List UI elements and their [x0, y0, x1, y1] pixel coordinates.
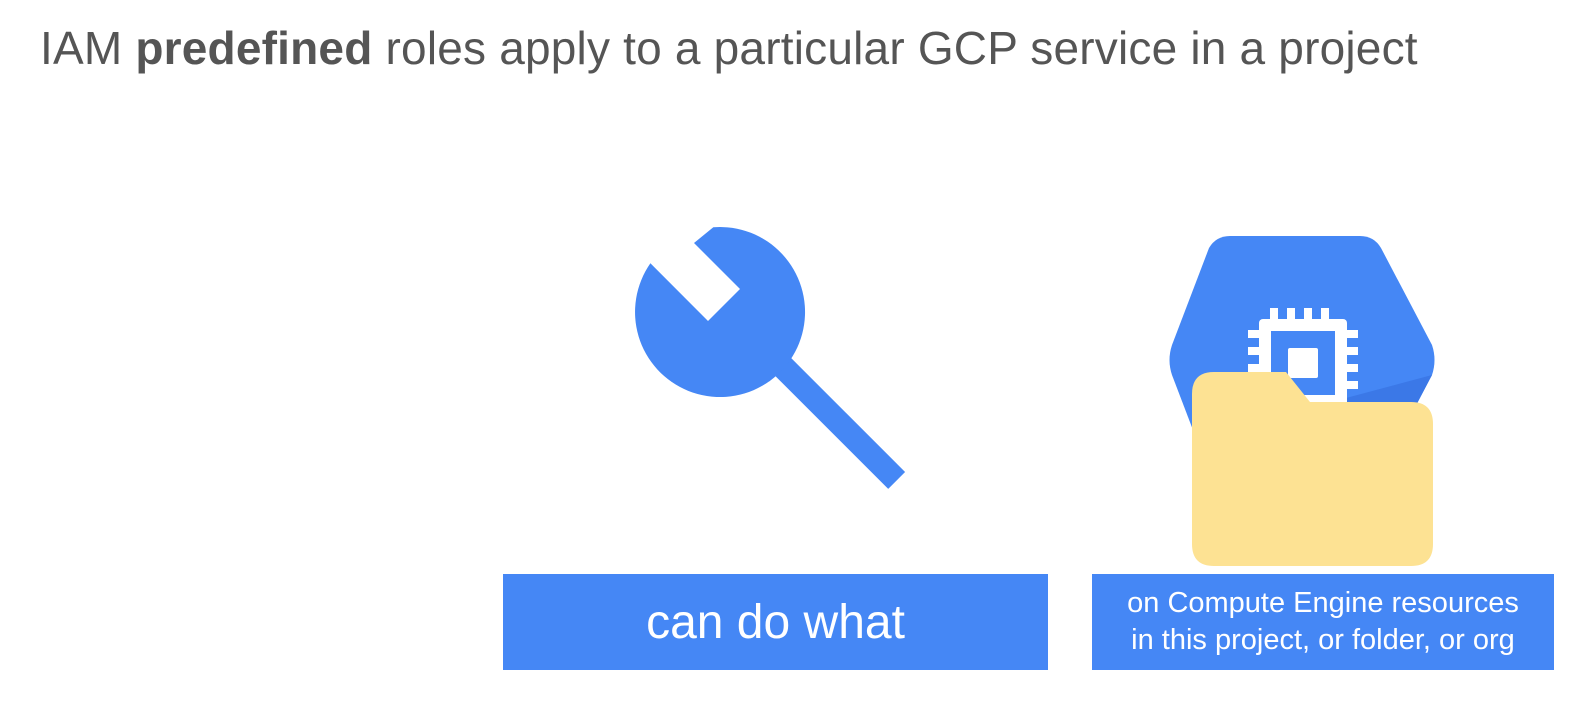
permission-box: can do what — [503, 574, 1048, 670]
resource-label-line-1: on Compute Engine resources — [1127, 587, 1519, 619]
resource-label-line-2: in this project, or folder, or org — [1131, 624, 1515, 656]
page-title: IAM predefined roles apply to a particul… — [40, 20, 1418, 76]
permission-label: can do what — [646, 595, 905, 649]
title-suffix: roles apply to a particular GCP service … — [372, 22, 1418, 74]
resource-box: on Compute Engine resources in this proj… — [1092, 574, 1554, 670]
title-prefix: IAM — [40, 22, 136, 74]
compute-engine-icon — [1169, 236, 1435, 566]
folder-icon — [1192, 372, 1433, 566]
title-emphasis: predefined — [135, 22, 373, 74]
wrench-icon — [635, 227, 906, 489]
resource-label: on Compute Engine resources in this proj… — [1127, 585, 1519, 659]
